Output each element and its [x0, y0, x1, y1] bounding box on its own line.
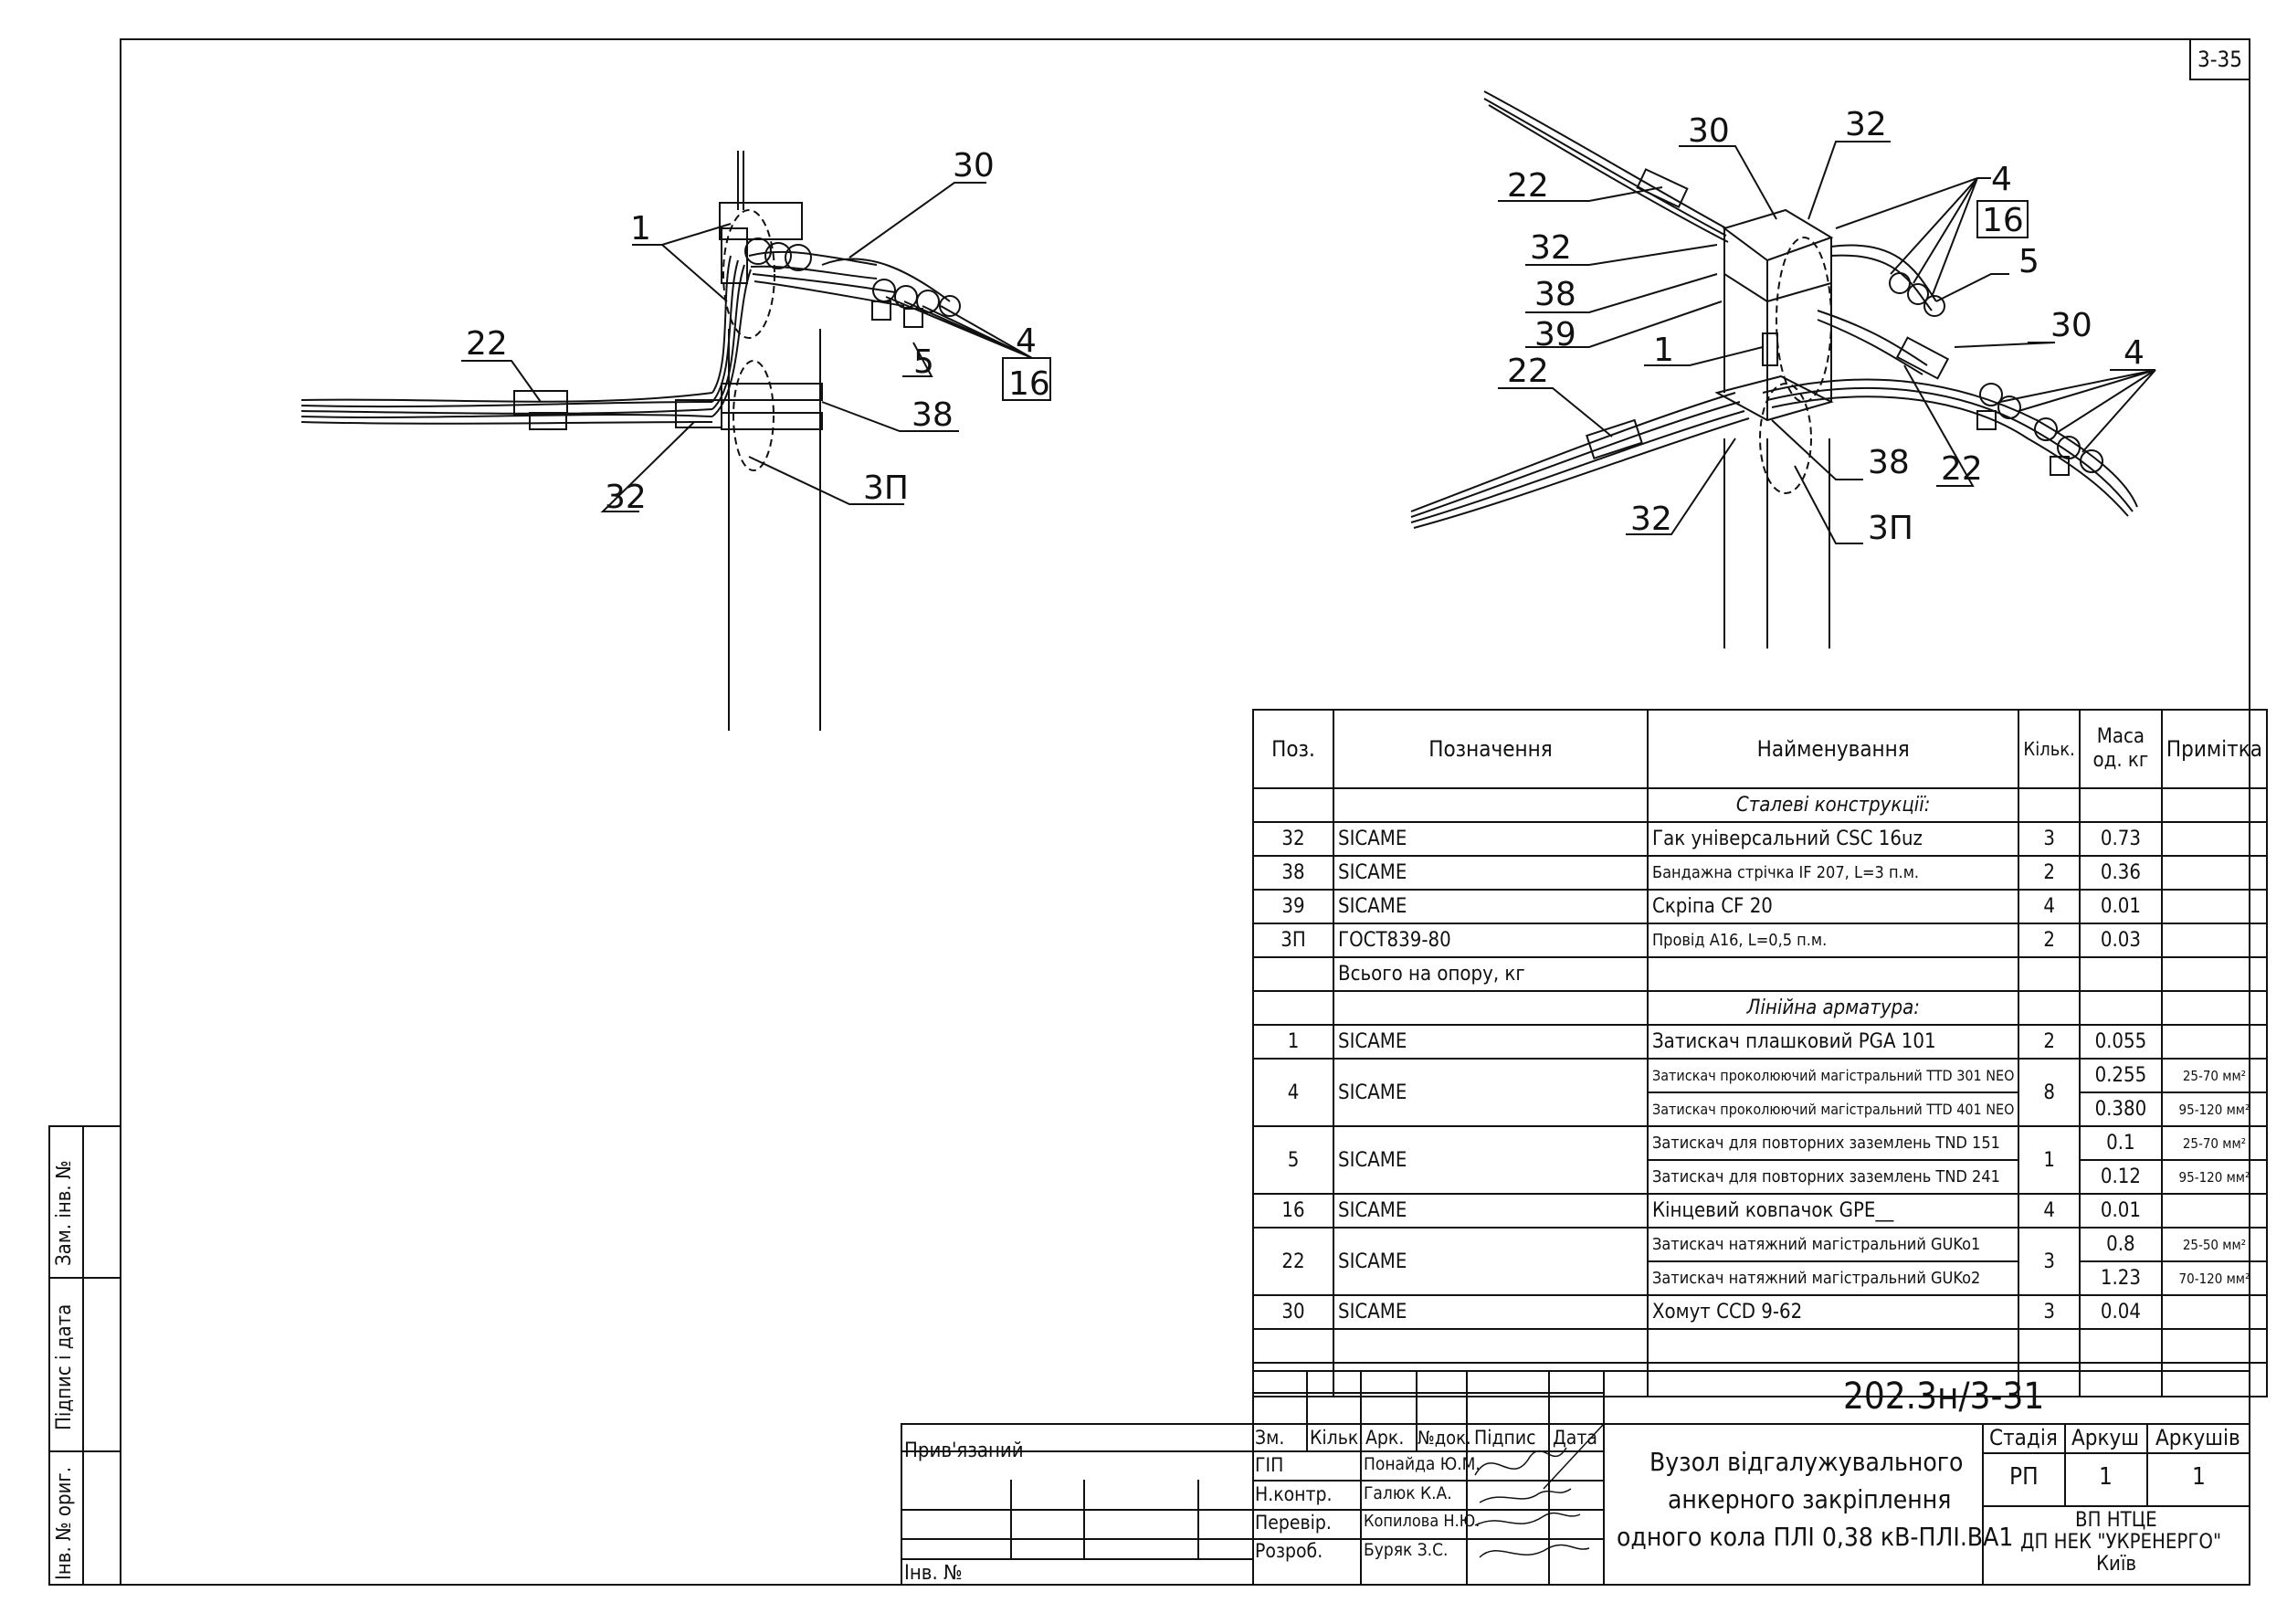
- left-pole: [719, 151, 823, 731]
- col-name: Найменування: [1646, 709, 2020, 789]
- org-line-1: ВП НТЦЕ: [2075, 1509, 2157, 1532]
- col-mass: Маса од. кг: [2078, 709, 2163, 789]
- callout-32-right-bottom: 32: [1630, 501, 1672, 538]
- table-row: Затискач для повторних заземлень TND 241…: [1253, 1159, 2269, 1195]
- callout-30-right-mid: 30: [2050, 307, 2092, 344]
- col-qty: Кільк.: [2018, 709, 2081, 789]
- sheet-label: Аркуш: [2071, 1425, 2140, 1450]
- callout-4-right-mid: 4: [2124, 334, 2145, 372]
- specification-table: Поз. Позначення Найменування Кільк. Маса…: [1252, 709, 2269, 1397]
- callout-38-right-bottom: 38: [1868, 444, 1910, 481]
- section-steel: Сталеві конструкції:: [1252, 787, 2269, 823]
- name-rozrob: Буряк З.С.: [1364, 1540, 1449, 1560]
- sheet-value: 1: [2099, 1463, 2113, 1491]
- right-clamps: [1889, 272, 2103, 476]
- title-line-1: Вузол відгалужувального: [1649, 1447, 1964, 1477]
- role-gip: ГІП: [1255, 1454, 1284, 1476]
- callout-4-right-top: 4: [1991, 161, 2012, 198]
- right-leaders: [1498, 141, 2156, 544]
- callout-5-left: 5: [913, 343, 934, 381]
- col-pos: Поз.: [1252, 709, 1334, 789]
- col-designation: Позначення: [1333, 709, 1649, 789]
- callout-38-left: 38: [912, 396, 954, 434]
- margin-stamp: [48, 1125, 121, 1586]
- name-perevir: Копилова Н.Ю.: [1364, 1512, 1481, 1531]
- inv-label: Інв. №: [904, 1562, 963, 1585]
- callout-32-right-mid: 32: [1530, 229, 1572, 267]
- section-fittings: Лінійна арматура:: [1252, 990, 2269, 1026]
- callout-39-right: 39: [1534, 316, 1576, 353]
- col-ark: Арк.: [1365, 1427, 1405, 1449]
- callout-22-right-left: 22: [1507, 353, 1549, 390]
- callout-1-right: 1: [1653, 332, 1674, 369]
- left-conductors: [300, 250, 951, 430]
- col-data: Дата: [1553, 1427, 1597, 1449]
- callout-38-right-top: 38: [1534, 276, 1576, 313]
- name-nkontr: Галюк К.А.: [1364, 1483, 1452, 1503]
- total-row: Всього на опору, кг: [1252, 956, 2269, 992]
- callout-22-right-top: 22: [1507, 167, 1549, 205]
- callout-5-right: 5: [2018, 243, 2039, 280]
- stage-value: РП: [2009, 1463, 2039, 1491]
- sheet-code: 3-35: [2189, 38, 2250, 80]
- col-pidpys: Підпис: [1474, 1427, 1536, 1449]
- callout-22-right-bottom: 22: [1941, 450, 1983, 488]
- tied-label: Прив'язаний: [904, 1439, 1024, 1462]
- table-header-row: Поз. Позначення Найменування Кільк. Маса…: [1252, 709, 2269, 789]
- role-rozrob: Розроб.: [1255, 1540, 1323, 1562]
- right-pole: [1714, 208, 1834, 649]
- doc-code: 202.3н/3-31: [1843, 1376, 2045, 1418]
- title-line-2: анкерного закріплення: [1668, 1484, 1952, 1514]
- org-line-2: ДП НЕК "УКРЕНЕРГО": [2020, 1531, 2222, 1554]
- callout-1-left: 1: [630, 210, 651, 248]
- stage-label: Стадія: [1989, 1425, 2058, 1450]
- sheets-label: Аркушів: [2155, 1425, 2240, 1450]
- callout-3p-left: 3П: [863, 469, 909, 507]
- sheets-value: 1: [2192, 1463, 2206, 1491]
- callout-30-right: 30: [1688, 112, 1730, 150]
- callout-4-left: 4: [1016, 322, 1037, 360]
- callout-16-right: 16: [1982, 202, 2024, 239]
- col-kilk: Кільк.: [1310, 1427, 1365, 1449]
- callout-32-left: 32: [605, 479, 647, 516]
- callout-32-right-top: 32: [1845, 106, 1887, 143]
- callout-3p-right: 3П: [1868, 510, 1913, 547]
- role-nkontr: Н.контр.: [1255, 1483, 1333, 1505]
- callout-labels: 1 30 22 5 4 16 38 32 3П 30 32 22 32 4 16…: [466, 106, 2145, 547]
- table-row: Затискач проколюючий магістральний TTD 4…: [1253, 1091, 2269, 1127]
- title-line-3: одного кола ПЛІ 0,38 кВ-ПЛІ.ВА1: [1617, 1522, 2014, 1552]
- left-leaders: [461, 182, 1051, 512]
- right-conductors: [1410, 90, 2138, 529]
- callout-30-left: 30: [953, 147, 995, 185]
- table-row-empty: [1252, 1328, 2269, 1364]
- org-line-3: Київ: [2096, 1553, 2137, 1576]
- col-ndok: №док.: [1418, 1427, 1471, 1449]
- table-row-empty: [1252, 1362, 2269, 1397]
- signatures: [1474, 1424, 1603, 1558]
- callout-16-left: 16: [1008, 365, 1050, 403]
- name-gip: Понайда Ю.М.: [1364, 1454, 1481, 1474]
- callout-22-left: 22: [466, 325, 508, 363]
- col-note: Примітка: [2160, 709, 2269, 789]
- col-zm: Зм.: [1255, 1427, 1285, 1449]
- role-perevir: Перевір.: [1255, 1512, 1332, 1534]
